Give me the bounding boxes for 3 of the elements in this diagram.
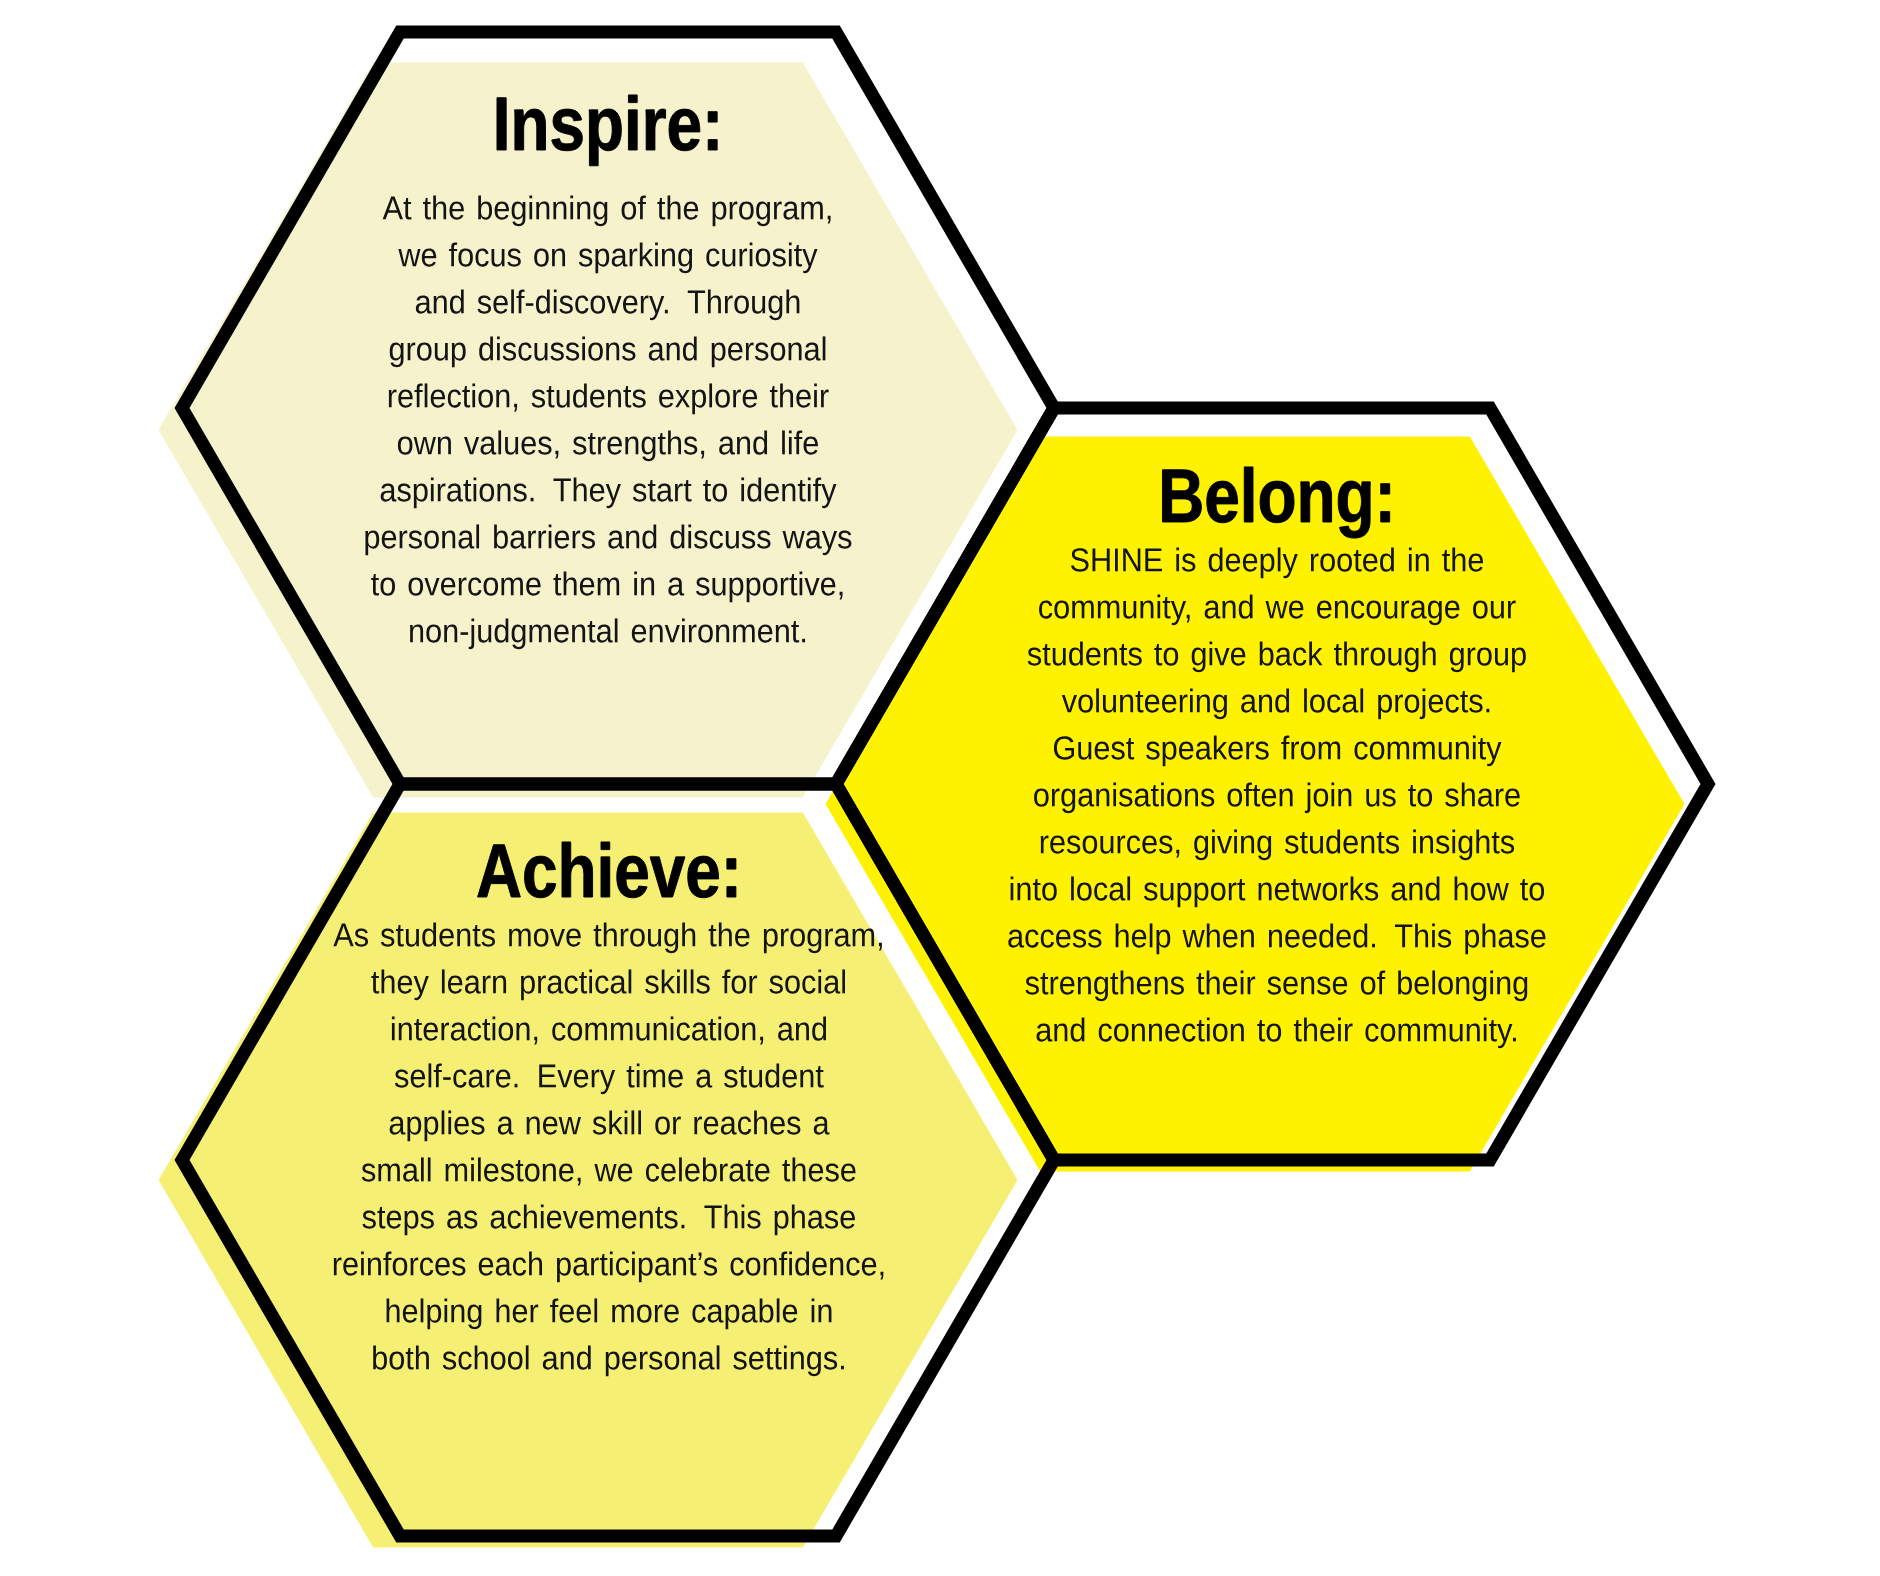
body-text: At the beginning of the program, we focus on sparking curiosity and self-discovery. Through group discussions and personal reflection, students explore their own values, strengths, and life aspirations. They start to identify personal barriers and discuss ways to overcome them in a supportive, non-judgmental environment. — [365, 195, 852, 650]
body-text: As students move through the program, they learn practical skills for social interaction, communication, and self-care. Every time a student applies a new skill or reaches a small milestone, we celebrate these steps as achievements. This phase reinforces each participant’s confidence, helping her feel more capable in both school and personal settings. — [333, 922, 884, 1377]
body-text: SHINE is deeply rooted in the community, and we encourage our students to give back through group volunteering and local projects. Guest speakers from community organisations often join us to share resources, giving students insights into local support networks and how to access help when needed. This phase strengthens their sense of belonging and connection to their community. — [1008, 547, 1546, 1049]
